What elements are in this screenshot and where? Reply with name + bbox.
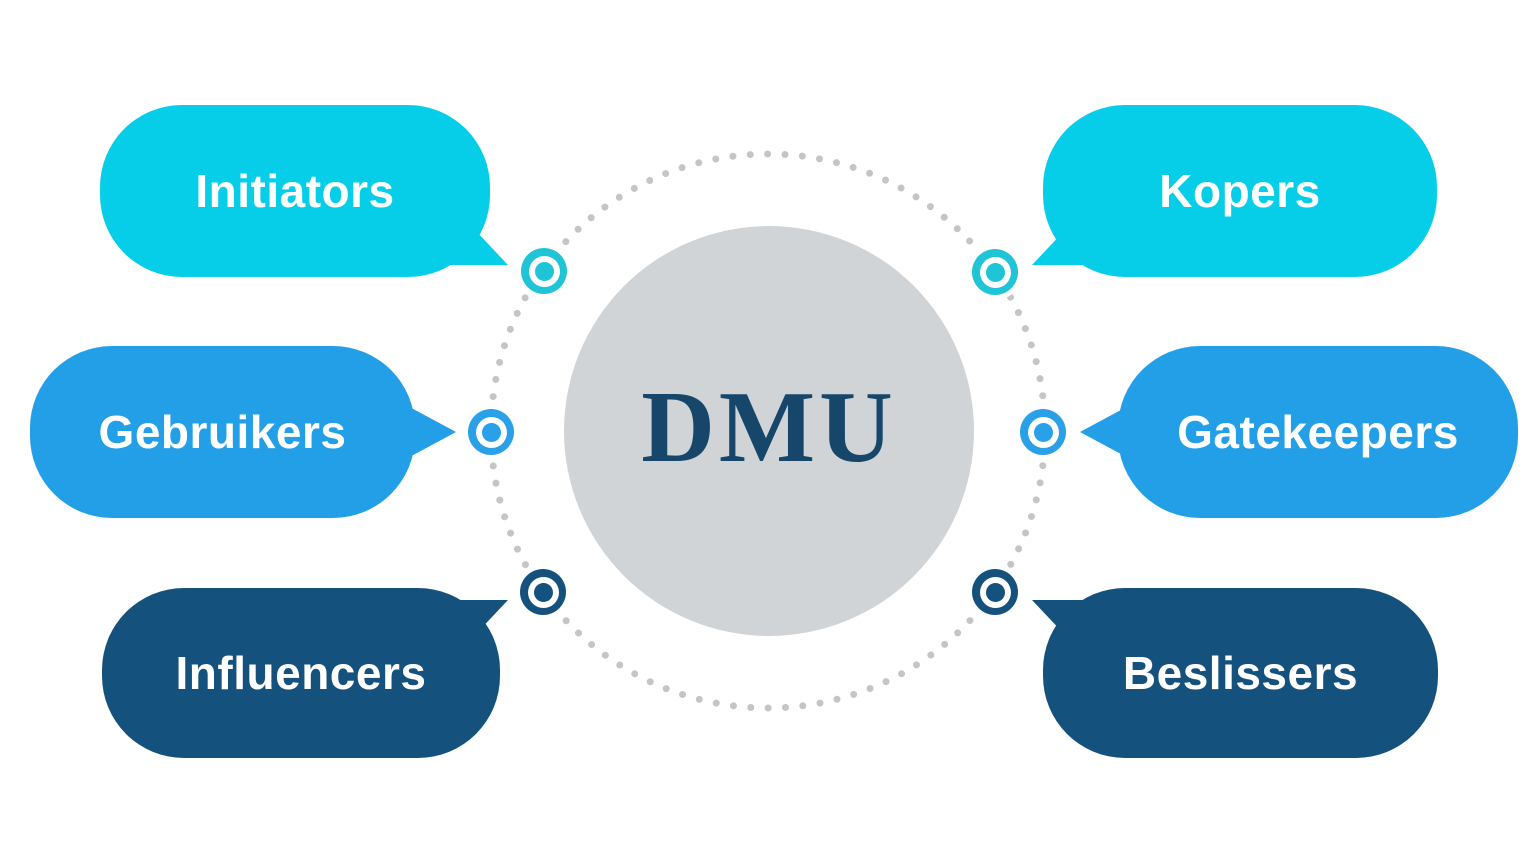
dmu-title: DMU	[641, 371, 897, 484]
bullseye-inner-ring	[527, 576, 559, 608]
bullseye-dot	[534, 261, 554, 281]
bubble-label-gebruikers: Gebruikers	[98, 406, 347, 458]
bullseye-icon-middle-left	[468, 409, 514, 455]
bubble-label-beslissers: Beslissers	[1122, 647, 1359, 699]
bullseye-inner-ring	[475, 416, 507, 448]
bubble-kopers: Kopers	[1032, 105, 1437, 277]
bubble-label-gatekeepers: Gatekeepers	[1177, 406, 1459, 458]
bubble-gebruikers: Gebruikers	[30, 346, 456, 518]
bubble-label-influencers: Influencers	[175, 647, 427, 699]
bullseye-icon-bottom-left	[520, 569, 566, 615]
bullseye-inner-ring	[979, 576, 1011, 608]
bullseye-icon-top-left	[521, 248, 567, 294]
bullseye-inner-ring	[528, 255, 560, 287]
bubble-label-kopers: Kopers	[1159, 165, 1321, 217]
bullseye-dot	[1033, 422, 1053, 442]
bullseye-icon-top-right	[972, 249, 1018, 295]
bubble-initiators: Initiators	[100, 105, 508, 277]
bubble-gatekeepers: Gatekeepers	[1080, 346, 1518, 518]
bullseye-dot	[985, 262, 1005, 282]
bubble-beslissers: Beslissers	[1032, 588, 1438, 758]
bubble-label-initiators: Initiators	[195, 165, 395, 217]
bullseye-inner-ring	[979, 256, 1011, 288]
bubble-influencers: Influencers	[102, 588, 508, 758]
dmu-center-circle: DMU	[564, 226, 974, 636]
bullseye-icon-bottom-right	[972, 569, 1018, 615]
bullseye-dot	[533, 582, 553, 602]
bullseye-dot	[481, 422, 501, 442]
bullseye-dot	[985, 582, 1005, 602]
bullseye-inner-ring	[1027, 416, 1059, 448]
bullseye-icon-middle-right	[1020, 409, 1066, 455]
